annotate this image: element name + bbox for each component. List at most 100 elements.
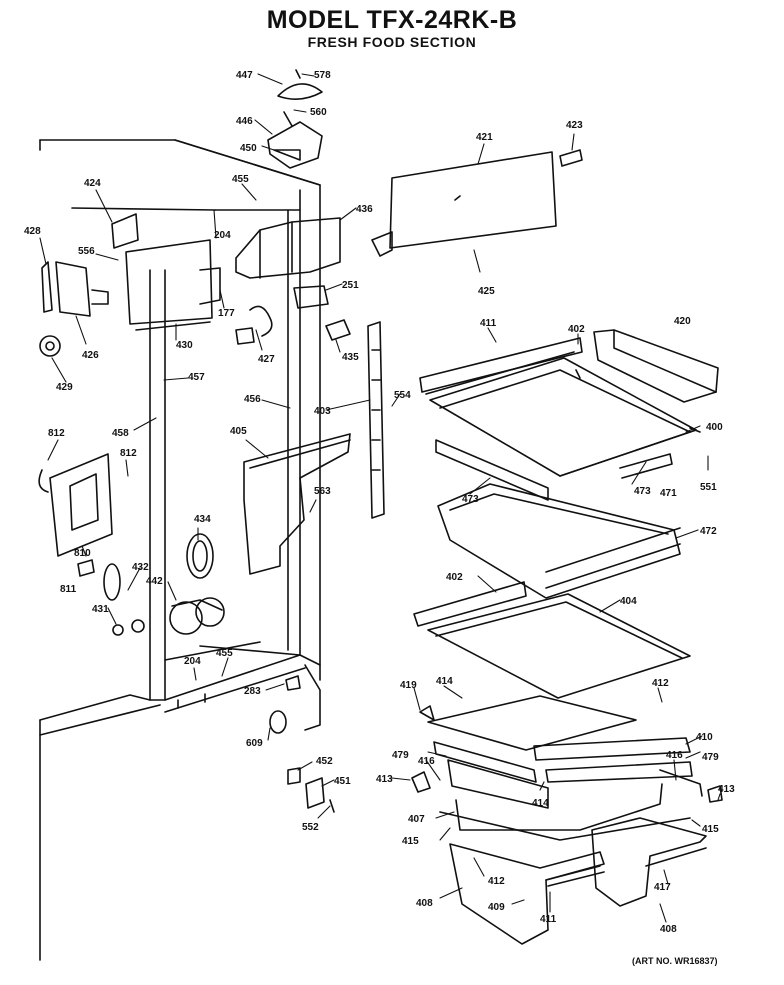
callout-811: 811 — [60, 584, 77, 595]
callout-442: 442 — [146, 576, 163, 587]
part-811-nut — [77, 559, 95, 577]
callout-429: 429 — [56, 382, 73, 393]
callout-416-right: 416 — [666, 750, 683, 761]
art-number: (ART NO. WR16837) — [632, 956, 718, 966]
callout-413-right: 413 — [718, 784, 735, 795]
part-410-cover-frame — [433, 737, 703, 797]
part-435-bracket — [325, 319, 351, 341]
callout-455-bottom: 455 — [216, 648, 233, 659]
callout-427: 427 — [258, 354, 275, 365]
callout-451: 451 — [334, 776, 351, 787]
callout-419: 419 — [400, 680, 417, 691]
callout-810: 810 — [74, 548, 91, 559]
callout-457: 457 — [188, 372, 205, 383]
callout-402-top: 402 — [568, 324, 585, 335]
callout-551: 551 — [700, 482, 717, 493]
part-446-thermostat-housing — [267, 111, 323, 169]
part-408-crisper-drawer-right — [591, 817, 707, 907]
callout-450: 450 — [240, 143, 257, 154]
part-404-lower-shelf — [427, 593, 691, 699]
callout-405: 405 — [230, 426, 247, 437]
callout-413-left: 413 — [376, 774, 393, 785]
part-430-control-box — [111, 213, 221, 331]
callout-400: 400 — [706, 422, 723, 433]
part-411-shelf-front-rail — [419, 337, 583, 395]
callout-labels: 447 578 446 560 450 421 423 424 455 436 … — [24, 70, 735, 935]
callout-435: 435 — [342, 352, 359, 363]
callout-402-bottom: 402 — [446, 572, 463, 583]
callout-416-left: 416 — [418, 756, 435, 767]
callout-446: 446 — [236, 116, 253, 127]
callout-471: 471 — [660, 488, 677, 499]
callout-473-left: 473 — [462, 494, 479, 505]
part-458-bracket — [38, 453, 113, 557]
diagram-subtitle: FRESH FOOD SECTION — [307, 34, 477, 50]
callout-251: 251 — [342, 280, 359, 291]
callout-430: 430 — [176, 340, 193, 351]
part-428-thermostat-knob — [41, 261, 109, 317]
cabinet-liner — [39, 139, 321, 961]
callout-412-bottom: 412 — [488, 876, 505, 887]
part-427-wiring — [235, 305, 273, 345]
part-432-plug — [103, 563, 121, 601]
part-408-crisper-drawer-left — [449, 843, 605, 945]
callout-812-left: 812 — [48, 428, 65, 439]
callout-479-right: 479 — [702, 752, 719, 763]
callout-283: 283 — [244, 686, 261, 697]
callout-414-bottom: 414 — [532, 798, 549, 809]
part-403-shelf-rail — [367, 321, 385, 519]
callout-456: 456 — [244, 394, 261, 405]
callout-431: 431 — [92, 604, 109, 615]
part-473-shelf-rail — [435, 439, 673, 501]
callout-410: 410 — [696, 732, 713, 743]
callout-411-bottom: 411 — [540, 914, 557, 925]
part-415-crisper-drawer-frame — [439, 759, 691, 841]
callout-554: 554 — [394, 390, 411, 401]
part-421-cover-panel — [371, 149, 583, 257]
part-413-shelf-support — [411, 771, 723, 803]
part-436-air-duct — [235, 217, 341, 279]
callout-432: 432 — [132, 562, 149, 573]
callout-556: 556 — [78, 246, 95, 257]
callout-458: 458 — [112, 428, 129, 439]
callout-404: 404 — [620, 596, 637, 607]
part-400-upper-shelf — [429, 357, 701, 477]
part-283-clip — [285, 675, 301, 691]
callout-420: 420 — [674, 316, 691, 327]
part-251-switch — [293, 285, 329, 309]
callout-421: 421 — [476, 132, 493, 143]
callout-436: 436 — [356, 204, 373, 215]
callout-473-right: 473 — [634, 486, 651, 497]
diagram-title: MODEL TFX-24RK-B — [266, 6, 518, 34]
callout-204-top: 204 — [214, 230, 231, 241]
callout-455-top: 455 — [232, 174, 249, 185]
callout-434: 434 — [194, 514, 211, 525]
callout-414-top: 414 — [436, 676, 453, 687]
callout-423: 423 — [566, 120, 583, 131]
part-472-crisper-pan — [437, 483, 681, 599]
part-434-fan-grommet — [186, 533, 214, 579]
part-420-dairy-compartment — [593, 329, 719, 403]
callout-415-left: 415 — [402, 836, 419, 847]
callout-403: 403 — [314, 406, 331, 417]
callout-812-right: 812 — [120, 448, 137, 459]
callout-412-top: 412 — [652, 678, 669, 689]
callout-409: 409 — [488, 902, 505, 913]
callout-417: 417 — [654, 882, 671, 893]
callout-424: 424 — [84, 178, 101, 189]
callout-472: 472 — [700, 526, 717, 537]
part-402-shelf-front — [413, 581, 527, 627]
part-447-cover — [277, 69, 323, 100]
callout-426: 426 — [82, 350, 99, 361]
leader-lines — [39, 73, 721, 923]
part-405-evaporator-cover — [243, 433, 351, 575]
callout-428: 428 — [24, 226, 41, 237]
callout-204-bottom: 204 — [184, 656, 201, 667]
callout-479-left: 479 — [392, 750, 409, 761]
callout-408-right: 408 — [660, 924, 677, 935]
part-609-cap — [269, 710, 287, 734]
callout-411-top: 411 — [480, 318, 497, 329]
callout-407: 407 — [408, 814, 425, 825]
callout-447: 447 — [236, 70, 253, 81]
